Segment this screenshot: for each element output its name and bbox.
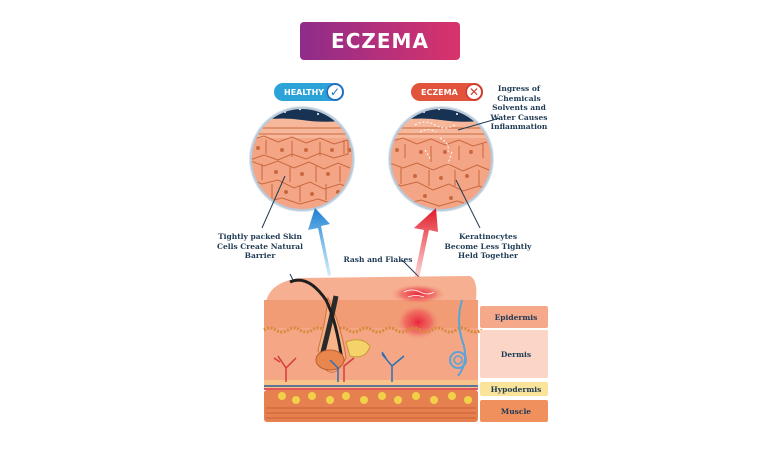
cross-icon: ✕ (465, 83, 483, 101)
eczema-tag-label: ECZEMA (421, 87, 458, 97)
healthy-arrow (308, 208, 331, 276)
dermis-label: Dermis (500, 349, 532, 359)
eczema-arrow (414, 208, 438, 279)
healthy-skin-magnifier (249, 106, 355, 212)
diagram-title: ECZEMA (331, 29, 429, 53)
keratinocytes-annotation: Keratinocytes Become Less Tightly Held T… (444, 232, 532, 260)
check-icon: ✓ (326, 83, 344, 101)
eczema-tag: ECZEMA ✕ (411, 83, 483, 101)
healthy-tag: HEALTHY ✓ (274, 83, 344, 101)
rash-annotation: Rash and Flakes (343, 255, 413, 264)
eczema-skin-magnifier (388, 106, 494, 212)
epidermis-label: Epidermis (494, 312, 538, 322)
muscle-label: Muscle (500, 406, 532, 416)
skin-cross-section (263, 276, 483, 422)
ingress-annotation: Ingress of Chemicals Solvents and Water … (490, 84, 548, 131)
title-banner: ECZEMA (300, 22, 460, 60)
healthy-tag-label: HEALTHY (284, 87, 325, 97)
healthy-barrier-annotation: Tightly packed Skin Cells Create Natural… (217, 232, 303, 260)
hypodermis-label: Hypodermis (490, 384, 542, 394)
layer-label-backgrounds (480, 306, 548, 422)
